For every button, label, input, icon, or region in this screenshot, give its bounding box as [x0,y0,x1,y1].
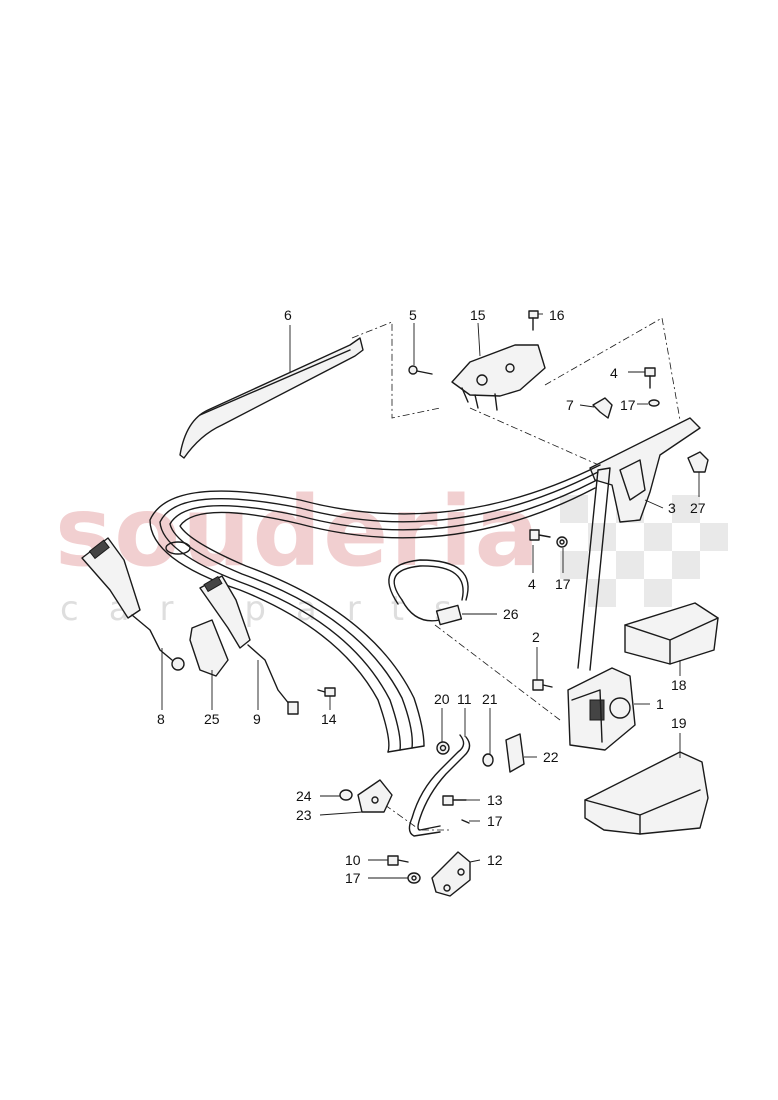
callout-1: 1 [656,696,664,712]
callout-2: 2 [532,629,540,645]
part-9-buckle [199,575,299,715]
callout-17-lower: 17 [555,576,571,592]
part-8-buckle [81,537,185,671]
callout-17-pin: 17 [487,813,503,829]
callout-11: 11 [457,691,472,707]
callout-25: 25 [204,711,220,727]
part-25-buckle-cover [189,619,229,677]
callout-4-upper: 4 [610,365,618,381]
part-3-height-adjuster [589,417,701,523]
part-4-lower-screw [529,529,551,541]
callout-16: 16 [549,307,565,323]
part-17-bottom-washer [407,872,421,884]
part-7-trim-strip [179,337,364,459]
callout-17-bottom: 17 [345,870,361,886]
callout-13: 13 [487,792,503,808]
callout-12: 12 [487,852,503,868]
callout-10: 10 [345,852,361,868]
part-4-upper-screw [644,367,656,389]
part-18-cover [624,602,719,665]
part-17-lower-washer [556,536,568,548]
callout-27: 27 [690,500,706,516]
assembly-guide-lines [351,317,681,831]
callout-18: 18 [671,677,687,693]
callout-19: 19 [671,715,687,731]
part-22-bracket [505,733,525,773]
part-17-pin [461,819,470,824]
callout-9: 9 [253,711,261,727]
callout-3: 3 [668,500,676,516]
callout-17-upper: 17 [620,397,636,413]
part-19-cover [584,751,709,835]
part-23-bracket-plate [357,779,393,813]
part-21-grommet [482,753,494,767]
callout-23: 23 [296,807,312,823]
belt-webbing [149,464,611,753]
part-10-screw [387,855,409,866]
part-17-upper-washer [648,399,660,407]
callout-22: 22 [543,749,559,765]
part-20-grommet [436,741,450,755]
callout-5: 5 [409,307,417,323]
part-6-clip [592,397,613,419]
part-24-grommet [339,789,353,801]
part-5-bolt [408,365,433,375]
callout-numbers: 6 5 15 16 4 7 17 3 27 4 17 26 2 18 1 19 … [157,307,706,886]
callout-24: 24 [296,788,312,804]
callout-8: 8 [157,711,165,727]
callout-21: 21 [482,691,498,707]
callout-14: 14 [321,711,337,727]
callout-26: 26 [503,606,519,622]
callout-4-lower: 4 [528,576,536,592]
part-16-screw [528,310,539,331]
part-12-bracket [431,851,471,897]
part-15-upper-guide [451,344,546,411]
part-11-hose [408,734,471,837]
callout-15: 15 [470,307,486,323]
callout-7: 6 [284,307,292,323]
part-1-retractor [567,667,636,751]
part-13-screw [442,795,467,806]
callout-6: 7 [566,397,574,413]
part-2-bolt [532,679,553,691]
callout-20: 20 [434,691,450,707]
part-26-sensor-harness [388,559,469,626]
part-14-screw [317,687,336,697]
callout-leaders [161,313,700,879]
part-27-cap [687,451,709,473]
